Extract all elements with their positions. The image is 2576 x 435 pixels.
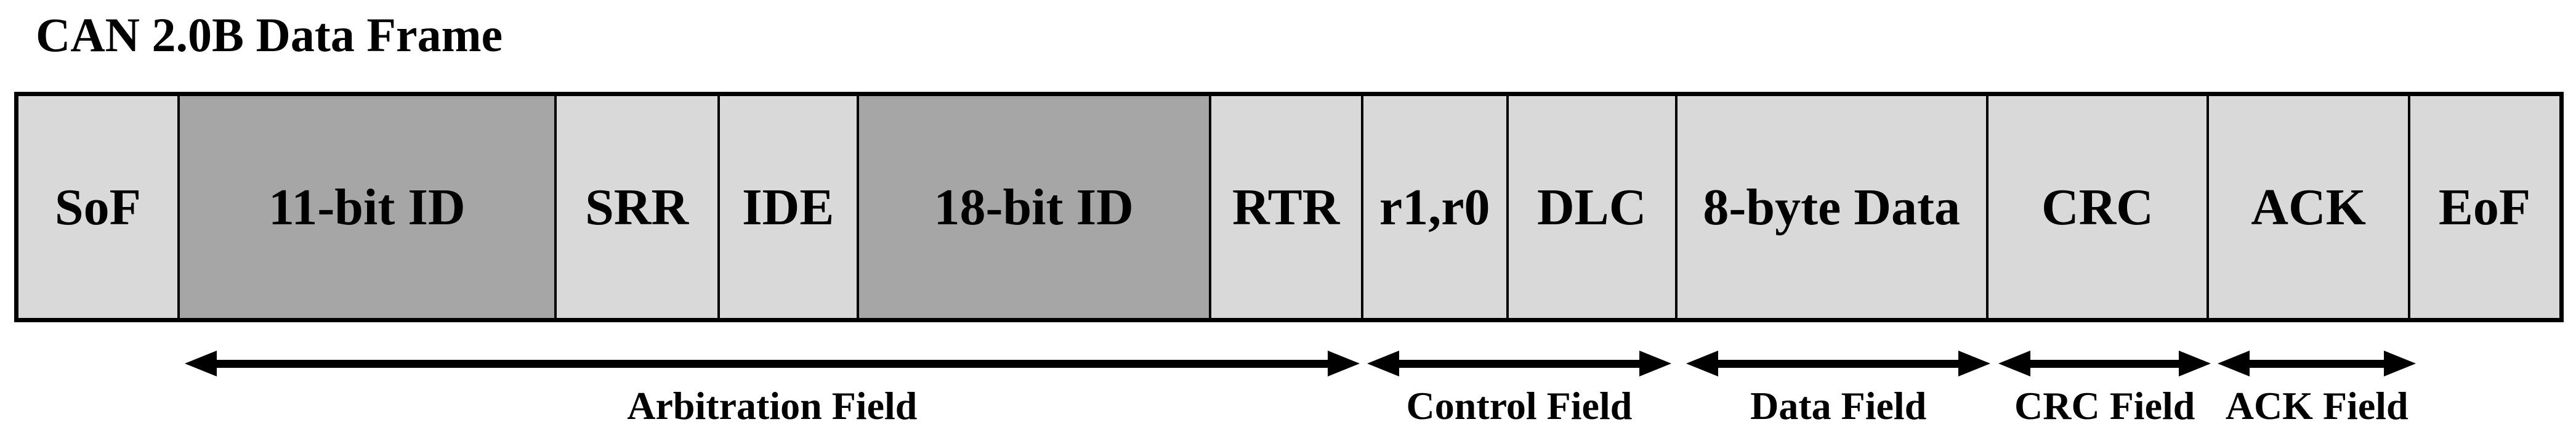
frame-segment-crc: CRC	[1985, 96, 2207, 318]
segment-label: ACK	[2251, 178, 2366, 236]
arrow-head-right-icon	[1639, 351, 1671, 376]
segment-label: 8-byte Data	[1703, 178, 1960, 236]
arrow-head-right-icon	[2384, 351, 2417, 376]
arrow-head-left-icon	[2218, 351, 2250, 376]
double-headed-arrow	[184, 350, 1360, 377]
double-headed-arrow	[1998, 350, 2211, 377]
segment-label: CRC	[2041, 178, 2154, 236]
field-label: ACK Field	[2225, 384, 2408, 428]
frame-row: SoF 11-bit ID SRR IDE 18-bit ID RTR r1,r…	[14, 92, 2564, 322]
frame-segment-18bit-id: 18-bit ID	[856, 96, 1209, 318]
frame-segment-data: 8-byte Data	[1674, 96, 1986, 318]
double-headed-arrow	[2218, 350, 2417, 377]
frame-segment-dlc: DLC	[1506, 96, 1675, 318]
arrow-head-right-icon	[1958, 351, 1991, 376]
field-span-control: Control Field	[1367, 350, 1671, 429]
arrow-shaft	[216, 359, 1328, 368]
segment-label: 18-bit ID	[934, 178, 1134, 236]
field-label: Data Field	[1750, 384, 1927, 428]
field-span-crc: CRC Field	[1998, 350, 2211, 429]
segment-label: RTR	[1232, 178, 1340, 236]
frame-segment-11bit-id: 11-bit ID	[177, 96, 554, 318]
arrow-head-left-icon	[1686, 351, 1719, 376]
double-headed-arrow	[1686, 350, 1991, 377]
arrow-shaft	[2030, 359, 2179, 368]
segment-label: EoF	[2438, 178, 2531, 236]
field-span-ack: ACK Field	[2218, 350, 2417, 429]
arrow-head-left-icon	[1367, 351, 1399, 376]
segment-label: SoF	[54, 178, 141, 236]
frame-segment-srr: SRR	[554, 96, 717, 318]
frame-segment-ack: ACK	[2207, 96, 2408, 318]
frame-segment-sof: SoF	[18, 96, 177, 318]
frame-segment-rtr: RTR	[1208, 96, 1361, 318]
arrow-head-left-icon	[1998, 351, 2031, 376]
segment-label: IDE	[741, 178, 834, 236]
arrow-shaft	[2250, 359, 2384, 368]
field-label: Control Field	[1406, 384, 1633, 428]
field-label: CRC Field	[2014, 384, 2195, 428]
frame-segment-ide: IDE	[717, 96, 857, 318]
field-span-data: Data Field	[1686, 350, 1991, 429]
diagram-title: CAN 2.0B Data Frame	[36, 8, 503, 62]
double-headed-arrow	[1367, 350, 1671, 377]
arrow-shaft	[1718, 359, 1959, 368]
segment-label: DLC	[1537, 178, 1647, 236]
field-label: Arbitration Field	[627, 384, 918, 428]
arrow-head-right-icon	[1327, 351, 1360, 376]
arrow-head-right-icon	[2179, 351, 2211, 376]
frame-segment-r1r0: r1,r0	[1360, 96, 1506, 318]
segment-label: r1,r0	[1379, 178, 1490, 236]
segment-label: SRR	[585, 178, 689, 236]
arrow-head-left-icon	[184, 351, 217, 376]
frame-segment-eof: EoF	[2408, 96, 2559, 318]
segment-label: 11-bit ID	[268, 178, 466, 236]
arrow-shaft	[1399, 359, 1639, 368]
field-span-arbitration: Arbitration Field	[184, 350, 1360, 429]
